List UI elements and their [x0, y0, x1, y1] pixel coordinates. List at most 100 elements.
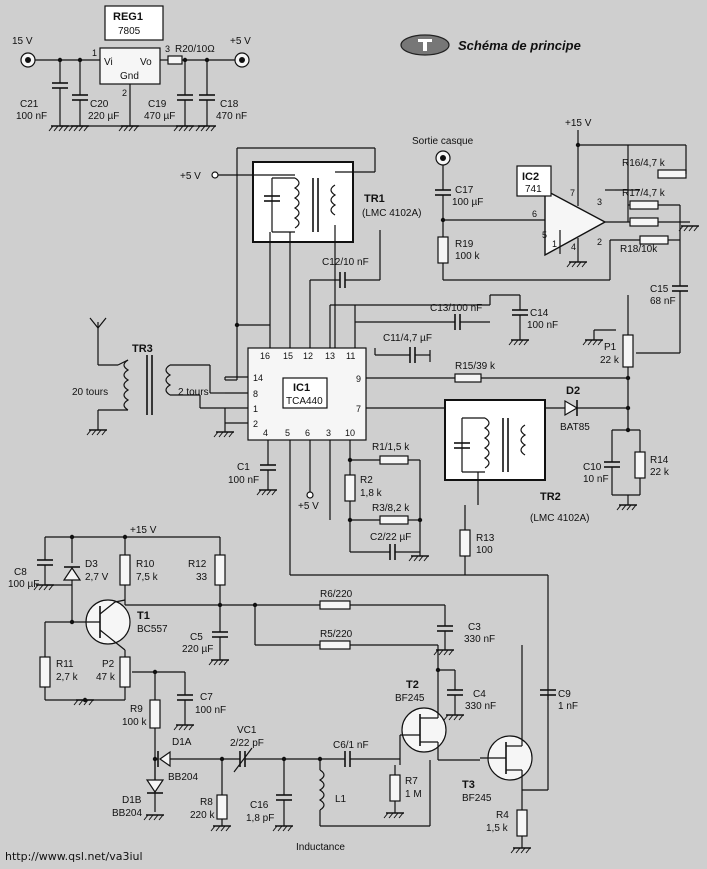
r2-name: R2 — [360, 475, 373, 486]
ic1-label-box — [282, 377, 328, 409]
c10-value: 10 nF — [583, 474, 609, 485]
ic2-pin5: 5 — [542, 230, 547, 240]
t2-transistor — [401, 707, 447, 753]
ic1-pin9: 9 — [356, 374, 361, 384]
plus5-label-b: +5 V — [298, 501, 319, 512]
ic1-pin3: 3 — [326, 428, 331, 438]
p1-value: 22 k — [600, 355, 620, 366]
c13-label: C13/100 nF — [430, 303, 482, 314]
ic2-pin4: 4 — [571, 242, 576, 252]
ic1-section — [213, 230, 646, 690]
r8-value: 220 k — [190, 810, 215, 821]
ic1-pin12: 12 — [303, 351, 313, 361]
c9-name: C9 — [558, 689, 571, 700]
plus5-label-a: +5 V — [180, 171, 201, 182]
headphone-jack-label: Sortie casque — [412, 136, 474, 147]
d1a-name: D1A — [172, 737, 192, 748]
c8-value: 100 µF — [8, 579, 39, 590]
r9-value: 100 k — [122, 717, 147, 728]
ic1-pin7: 7 — [356, 404, 361, 414]
r11-name: R11 — [56, 659, 74, 670]
r20-resistor — [167, 55, 183, 65]
d3-value: 2,7 V — [85, 572, 109, 583]
r19-value: 100 k — [455, 251, 480, 262]
r10-name: R10 — [136, 559, 155, 570]
ic2-type: 741 — [525, 184, 542, 195]
tr1-transformer — [211, 147, 376, 380]
r7-name: R7 — [405, 776, 418, 787]
ic1-pin6: 6 — [305, 428, 310, 438]
ic1-pin16: 16 — [260, 351, 270, 361]
c4-value: 330 nF — [465, 701, 496, 712]
t2-name: T2 — [406, 679, 419, 691]
r8-name: R8 — [200, 797, 213, 808]
c21-name: C21 — [20, 99, 39, 110]
tr3-name: TR3 — [132, 343, 153, 355]
d3-name: D3 — [85, 559, 98, 570]
p1-potentiometer — [622, 334, 634, 368]
plus15-label-top: +15 V — [565, 118, 592, 129]
r11-value: 2,7 k — [56, 672, 79, 683]
tr1-name: TR1 — [364, 193, 385, 205]
r10-value: 7,5 k — [136, 572, 159, 583]
ic2-pin2: 2 — [597, 237, 602, 247]
inductance-label: Inductance — [296, 842, 345, 853]
t3-type: BF245 — [462, 793, 492, 804]
reg1-pin3: 3 — [165, 44, 170, 54]
r14-name: R14 — [650, 455, 669, 466]
ic2-pin1: 1 — [552, 239, 557, 249]
c14-name: C14 — [530, 308, 549, 319]
c16-name: C16 — [250, 800, 269, 811]
tr3-right-turns: 2 tours — [178, 387, 209, 398]
vc1-name: VC1 — [237, 725, 257, 736]
d2-name: D2 — [566, 385, 580, 397]
p1-name: P1 — [604, 342, 617, 353]
ic1-pin11: 11 — [346, 351, 355, 361]
c7-name: C7 — [200, 692, 213, 703]
ic1-pin15: 15 — [283, 351, 293, 361]
c5-value: 220 µF — [182, 644, 213, 655]
tr2-type: (LMC 4102A) — [530, 513, 589, 524]
r18-label: R18/10k — [620, 244, 658, 255]
reg1-vo: Vo — [140, 57, 152, 68]
ic2-pin3: 3 — [597, 197, 602, 207]
d1b-type: BB204 — [112, 808, 142, 819]
ic1-type: TCA440 — [286, 396, 323, 407]
ic2-pin6: 6 — [532, 209, 537, 219]
source-url: http://www.qsl.net/va3iul — [5, 850, 143, 863]
ic1-pin8: 8 — [253, 389, 258, 399]
reg1-vi: Vi — [104, 57, 113, 68]
supply-15v-label: 15 V — [12, 36, 33, 47]
r1-label: R1/1,5 k — [372, 442, 410, 453]
power-supply — [20, 5, 250, 132]
audio-output-stage — [435, 130, 700, 430]
c18-value: 470 nF — [216, 111, 247, 122]
c19-name: C19 — [148, 99, 167, 110]
r5-label: R5/220 — [320, 629, 353, 640]
vc1-value: 2/22 pF — [230, 738, 264, 749]
r6-label: R6/220 — [320, 589, 353, 600]
oscillator-section — [33, 534, 556, 854]
p2-value: 47 k — [96, 672, 116, 683]
ic1-pin4: 4 — [263, 428, 268, 438]
tr2-name: TR2 — [540, 491, 561, 503]
reg1-pin2: 2 — [122, 88, 127, 98]
ic1-pin2: 2 — [253, 419, 258, 429]
c3-name: C3 — [468, 622, 481, 633]
c8-name: C8 — [14, 567, 27, 578]
r9-name: R9 — [130, 704, 143, 715]
c3-value: 330 nF — [464, 634, 495, 645]
d2-type: BAT85 — [560, 422, 590, 433]
p2-potentiometer — [119, 656, 131, 688]
c1-name: C1 — [237, 462, 250, 473]
r4-value: 1,5 k — [486, 823, 509, 834]
t1-name: T1 — [137, 610, 150, 622]
reg1-name: REG1 — [113, 11, 143, 23]
r13-name: R13 — [476, 533, 495, 544]
r19-name: R19 — [455, 239, 474, 250]
c6-label: C6/1 nF — [333, 740, 369, 751]
tr3-left-turns: 20 tours — [72, 387, 108, 398]
ic1-name: IC1 — [293, 382, 310, 394]
c2-label: C2/22 µF — [370, 532, 411, 543]
